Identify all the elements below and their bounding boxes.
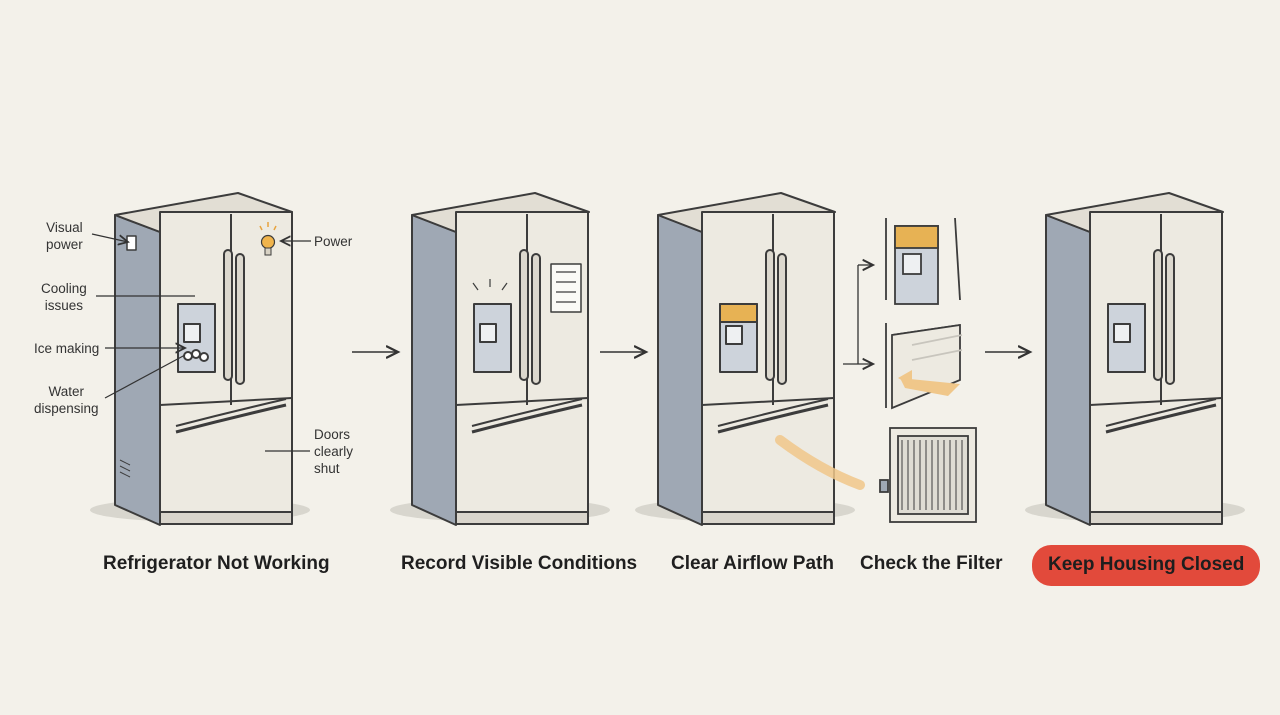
callout-water-dispensing: Water dispensing bbox=[34, 384, 99, 416]
callout-cooling-issues: Cooling issues bbox=[41, 281, 87, 313]
callout-doors-clearly-shut: Doors clearly shut bbox=[314, 427, 354, 476]
refrigerator-1 bbox=[90, 192, 310, 526]
callout-ice-making: Ice making bbox=[34, 341, 100, 356]
step-refrigerator-not-working: Refrigerator Not Working bbox=[103, 553, 330, 574]
refrigerator-2 bbox=[390, 192, 610, 526]
refrigerator-3 bbox=[635, 192, 855, 526]
step-clear-airflow-path: Clear Airflow Path bbox=[671, 553, 834, 574]
step-keep-housing-closed: Keep Housing Closed bbox=[1032, 545, 1261, 586]
lightbulb-icon bbox=[259, 222, 277, 256]
dispenser-detail bbox=[885, 217, 961, 305]
branch-arrows bbox=[843, 265, 873, 364]
filter-grille-icon bbox=[879, 427, 977, 523]
step-record-visible-conditions: Record Visible Conditions bbox=[401, 553, 638, 574]
step-check-the-filter: Check the Filter bbox=[860, 553, 1003, 574]
callout-lines bbox=[91, 233, 311, 452]
airflow-swoosh bbox=[775, 435, 865, 490]
refrigerator-4 bbox=[1025, 192, 1245, 526]
callout-visual-power: Visual power bbox=[46, 220, 83, 252]
callout-power: Power bbox=[314, 234, 353, 249]
airflow-detail bbox=[885, 323, 963, 410]
